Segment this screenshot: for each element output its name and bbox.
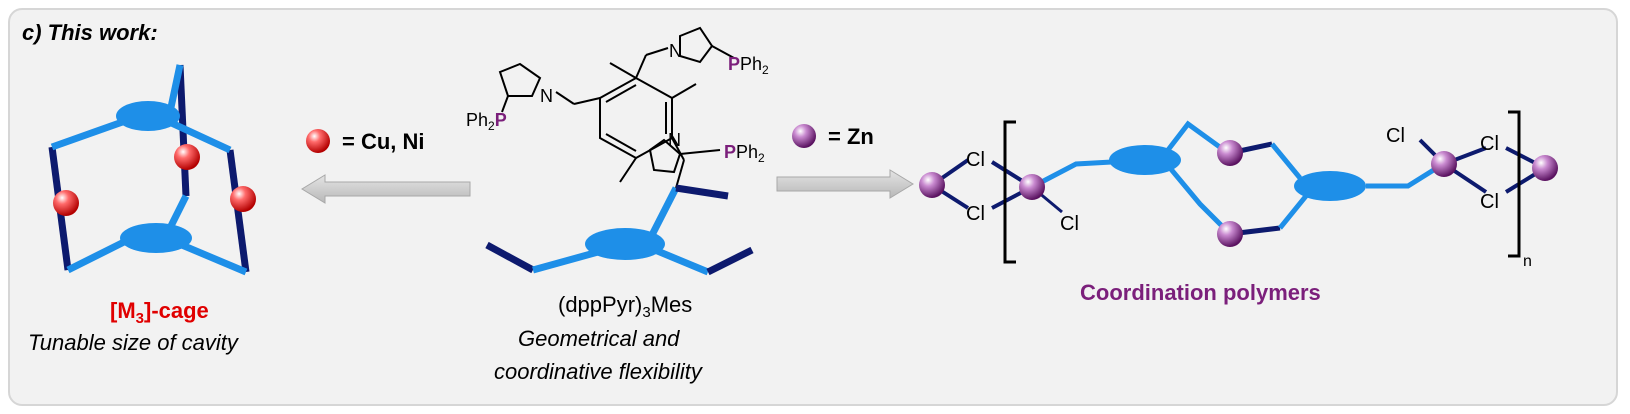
pyrrole-left — [498, 62, 542, 97]
legend-zn-label: = Zn — [828, 124, 874, 149]
polymer-cl-label: Cl — [1386, 125, 1405, 147]
arrow-left — [301, 174, 471, 204]
cage-metal-sphere — [53, 190, 79, 216]
figure-panel — [8, 8, 1618, 406]
cage-arm-top-left — [50, 116, 130, 151]
mesitylene-ring — [599, 76, 673, 160]
polymer-cl-label: Cl — [1480, 133, 1499, 155]
polymer-repeat-subscript: n — [1523, 253, 1532, 270]
polymer-cl-label: Cl — [1060, 213, 1079, 235]
cage-title: [M3]-cage — [110, 298, 209, 327]
polymer-bracket-right — [1508, 110, 1521, 258]
ligand-atom-n-left: N — [540, 86, 553, 106]
cage-arm-bottom-back — [166, 194, 190, 230]
cage-top-ring — [116, 101, 180, 131]
pyrrole-top — [679, 26, 714, 64]
header-label: c) This work: — [22, 20, 158, 45]
cage-metal-sphere — [230, 186, 256, 212]
polymer-cl-label: Cl — [966, 203, 985, 225]
cage-caption: Tunable size of cavity — [28, 330, 240, 355]
legend-zn-sphere — [792, 124, 816, 148]
polymer-cl-label: Cl — [1480, 191, 1499, 213]
ligand-caption-line2: coordinative flexibility — [494, 359, 704, 384]
ligand-caption-line1: Geometrical and — [518, 326, 680, 351]
legend-cu-ni-label: = Cu, Ni — [342, 129, 425, 154]
cage-arm-top-right — [163, 116, 232, 154]
polymer-structure — [919, 110, 1558, 264]
ligand-pph2-bottom: PPh2 — [724, 142, 765, 165]
polymer-zn-sphere — [1019, 174, 1045, 200]
arrow-right — [776, 169, 914, 199]
polymer-title: Coordination polymers — [1080, 280, 1321, 305]
pyrrole-bottom — [648, 138, 682, 174]
polymer-ring-1 — [1109, 145, 1181, 175]
polymer-zn-sphere — [1217, 221, 1243, 247]
ligand-pph2-top: PPh2 — [728, 54, 769, 77]
polymer-ring-2 — [1294, 171, 1366, 201]
ligand-structure — [498, 26, 735, 189]
polymer-zn-sphere — [919, 172, 945, 198]
cage-metal-sphere — [174, 144, 200, 170]
ligand-atom-n-bottom: N — [668, 130, 681, 150]
ligand-atom-n-top: N — [669, 41, 682, 61]
ligand-cartoon — [485, 184, 754, 276]
cage-arm-bottom-left — [66, 236, 130, 274]
polymer-bracket-left — [1003, 120, 1016, 264]
ligand-pph2-left: Ph2P — [466, 110, 507, 133]
polymer-zn-sphere — [1532, 155, 1558, 181]
cage-bottom-ring — [120, 223, 192, 253]
cage-structure — [48, 64, 256, 276]
polymer-cl-label: Cl — [966, 149, 985, 171]
legend-cu-ni-sphere — [306, 129, 330, 153]
polymer-zn-sphere — [1217, 140, 1243, 166]
cage-arm-top-back — [166, 64, 184, 113]
polymer-zn-sphere — [1431, 151, 1457, 177]
ligand-cartoon-core — [585, 228, 665, 260]
ligand-name: (dppPyr)3Mes — [558, 292, 692, 321]
